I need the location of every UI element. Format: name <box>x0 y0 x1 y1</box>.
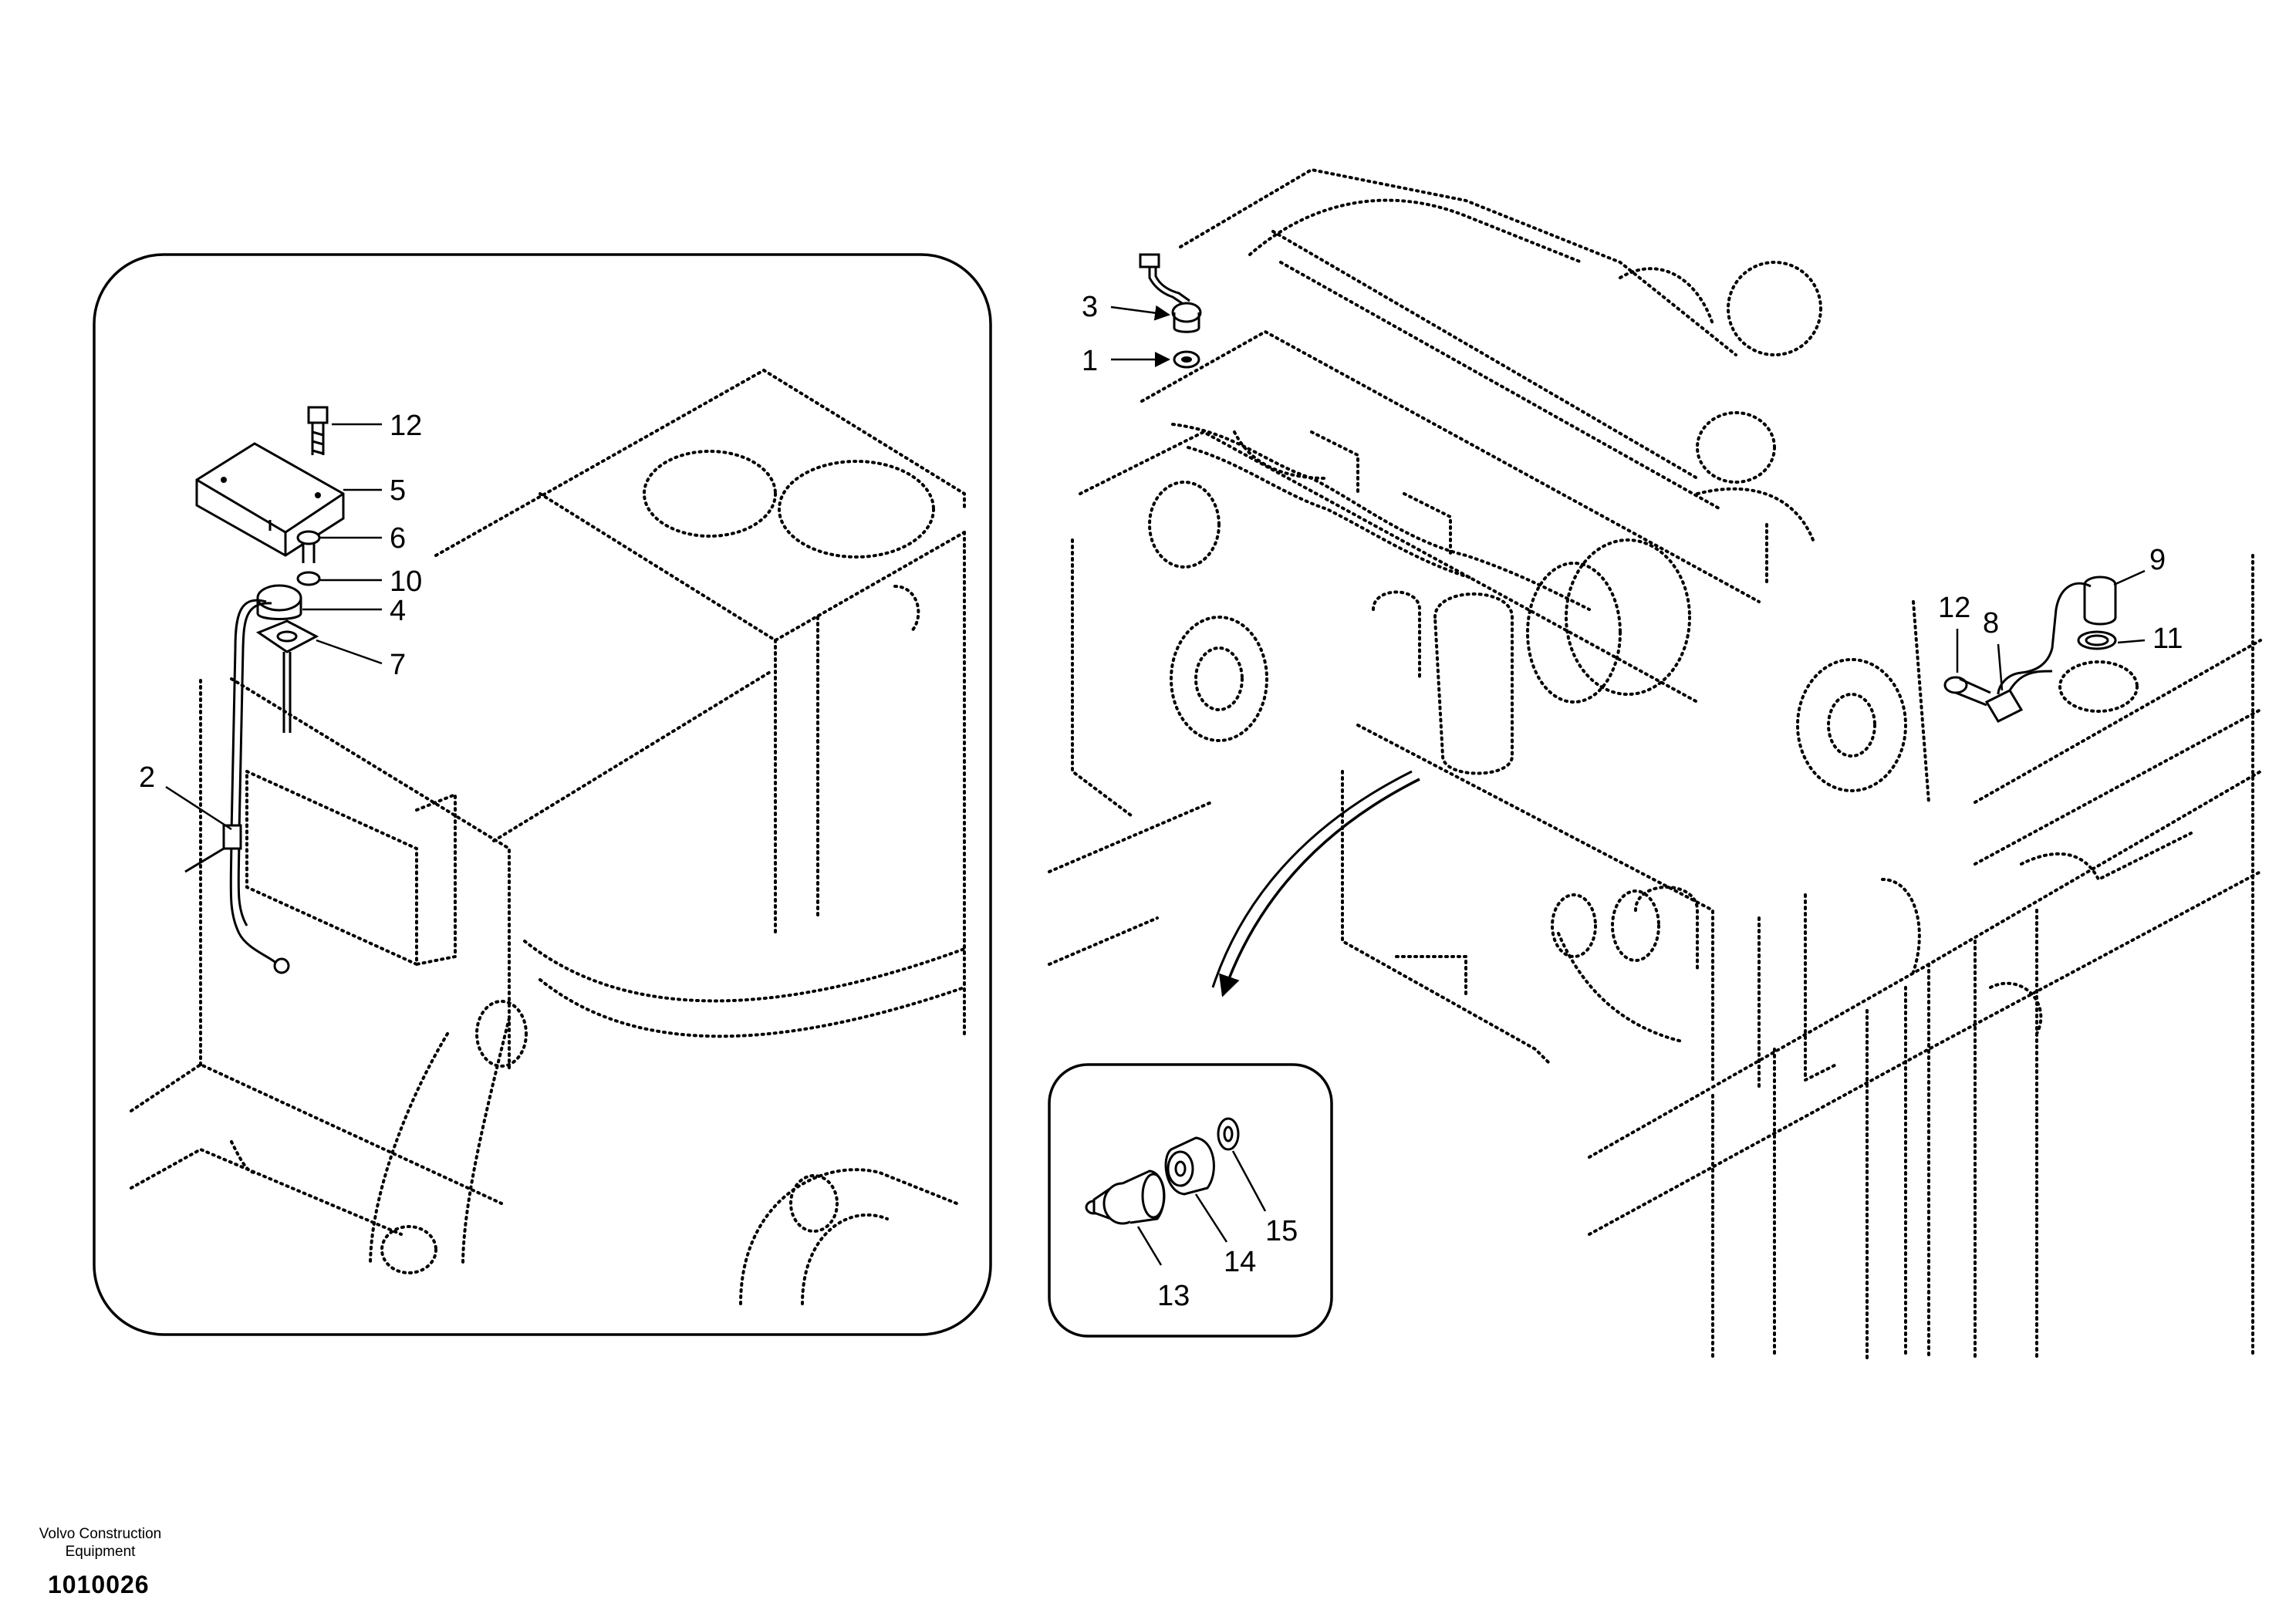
callout-4: 4 <box>390 595 406 627</box>
tank-structure <box>130 368 966 1305</box>
callout-8: 8 <box>1983 607 1999 640</box>
part-12-bolt-engine <box>1943 676 1991 707</box>
part-2-clamp <box>222 824 242 850</box>
engine-block <box>1071 167 1930 1082</box>
sender-harness <box>229 599 279 966</box>
brand-name-line-1: Volvo Construction <box>39 1526 162 1542</box>
callout-9: 9 <box>2149 544 2166 576</box>
part-8-pressure-switch <box>1984 670 2053 723</box>
part-13-sensor <box>1085 1169 1166 1225</box>
engine-assembly: 3 1 9 12 8 11 <box>1048 167 2262 1359</box>
sensor-detail-panel: 13 14 15 <box>1048 1063 1333 1338</box>
callout-15: 15 <box>1265 1215 1298 1247</box>
part-6-screw <box>296 530 321 563</box>
callout-10: 10 <box>390 565 422 598</box>
clamp-screw <box>184 847 225 873</box>
part-1-washer <box>1173 350 1200 369</box>
brand-name-line-2: Equipment <box>65 1544 136 1560</box>
callout-7: 7 <box>390 649 406 681</box>
callout-13: 13 <box>1157 1280 1190 1312</box>
detail-arrow <box>1219 778 1420 997</box>
sensor-port <box>2058 660 2139 713</box>
left-panel-frame <box>93 253 992 1336</box>
callout-1: 1 <box>1082 345 1098 377</box>
callout-3: 3 <box>1082 291 1098 323</box>
sender-harness-inner <box>237 602 272 926</box>
callout-12-left: 12 <box>390 410 422 442</box>
drawing-number: 1010026 <box>48 1571 150 1598</box>
part-14-adapter <box>1164 1136 1215 1196</box>
part-10-washer <box>296 571 321 586</box>
wiring-harness <box>1171 423 1591 611</box>
detail-arrow-outline <box>1211 770 1413 988</box>
callout-14: 14 <box>1224 1246 1256 1278</box>
part-7-gasket <box>255 619 319 653</box>
part-5-cover <box>195 442 345 557</box>
callout-5: 5 <box>390 474 406 507</box>
harness-connector <box>273 957 290 974</box>
callout-2: 2 <box>139 761 155 794</box>
callout-12-engine: 12 <box>1938 592 1970 624</box>
detail-panel-frame <box>1048 1063 1333 1338</box>
part-3-temperature-sensor <box>1139 253 1202 333</box>
frame-rails <box>1048 554 2262 1359</box>
sender-rod <box>282 652 292 733</box>
part-11-o-ring <box>2077 630 2117 650</box>
left-detail-panel: 12 5 6 10 4 7 2 <box>93 253 992 1336</box>
part-12-bolt <box>307 406 329 455</box>
radiator-frame <box>1757 878 1921 1089</box>
callout-11: 11 <box>2152 623 2183 655</box>
callout-6: 6 <box>390 522 406 555</box>
part-15-washer <box>1217 1117 1240 1151</box>
